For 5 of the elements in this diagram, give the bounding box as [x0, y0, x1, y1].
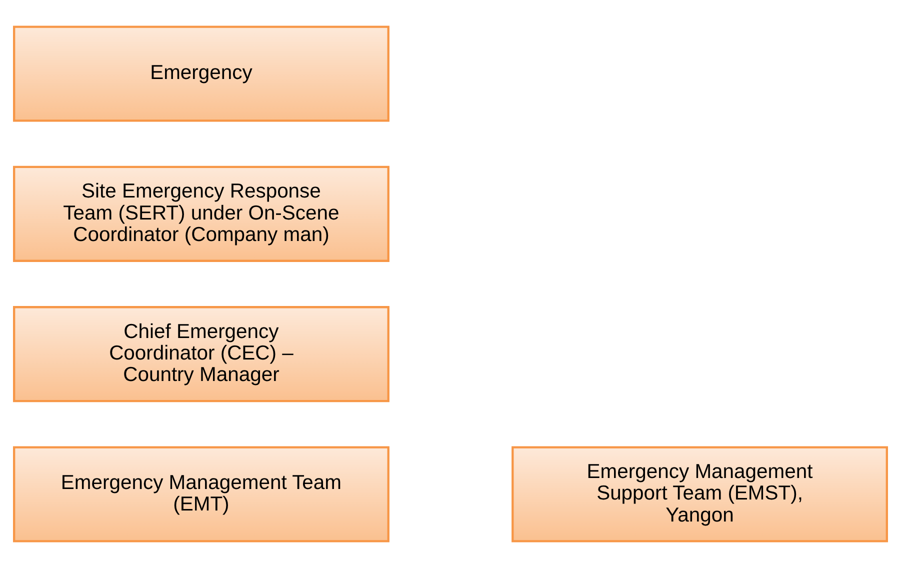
- node-box: Site Emergency Response Team (SERT) under On-Scene Coordinator (Company man): [13, 165, 390, 262]
- node-box: Emergency: [13, 25, 390, 122]
- node-box: Emergency Management Support Team (EMST), Yangon: [512, 446, 888, 542]
- node-box: Emergency Management Team (EMT): [13, 446, 390, 542]
- node-box: Chief Emergency Coordinator (CEC) – Country Manager: [13, 306, 390, 402]
